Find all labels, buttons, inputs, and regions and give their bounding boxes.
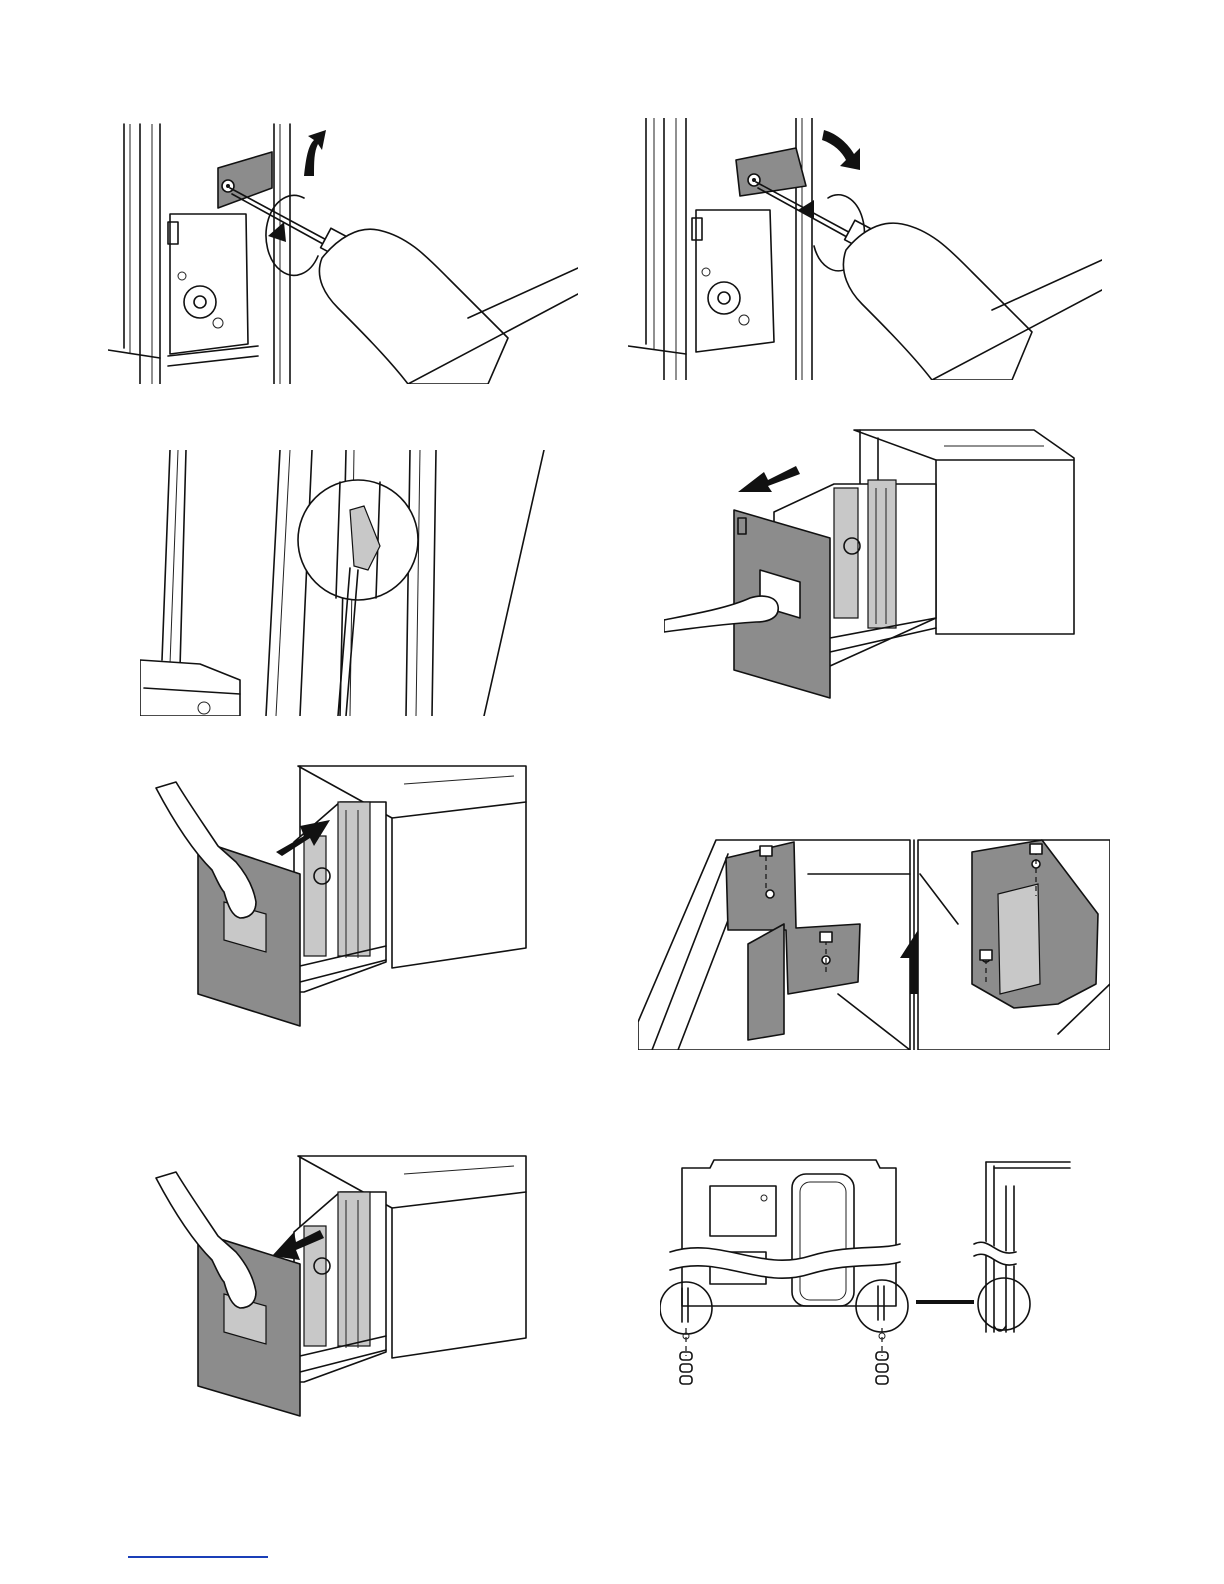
- figure-remove-bracket-screws: [638, 834, 1110, 1050]
- magnifier-circle-icon: [298, 480, 418, 716]
- left-view: [638, 840, 910, 1050]
- side-profile: [972, 1162, 1070, 1332]
- right-view: [918, 840, 1110, 1050]
- footer-link-underline[interactable]: [128, 1556, 268, 1558]
- figure-push-drawer: [154, 762, 532, 1028]
- figure-loosen-screw: [108, 118, 578, 384]
- screw-stack-icon: [680, 1328, 888, 1384]
- figure-latch-detail: [140, 450, 550, 716]
- up-arrow-icon: [304, 130, 326, 176]
- down-arrow-icon: [822, 130, 860, 170]
- hand-icon: [319, 229, 508, 384]
- figure-tighten-screw: [628, 118, 1102, 380]
- drawer-frame: [294, 1192, 386, 1382]
- pull-arrow-icon: [738, 466, 800, 492]
- hand-icon: [843, 223, 1032, 380]
- rail-plate: [670, 1160, 900, 1306]
- bracket-plate: [168, 214, 258, 366]
- figure-slide-drawer-out: [154, 1152, 532, 1418]
- figure-pull-drawer: [664, 428, 1078, 700]
- tilt-plate-shaded: [218, 152, 272, 208]
- bracket-plate: [692, 210, 774, 352]
- machine-corner: [140, 660, 240, 716]
- figure-rail-alignment: [660, 1156, 1076, 1396]
